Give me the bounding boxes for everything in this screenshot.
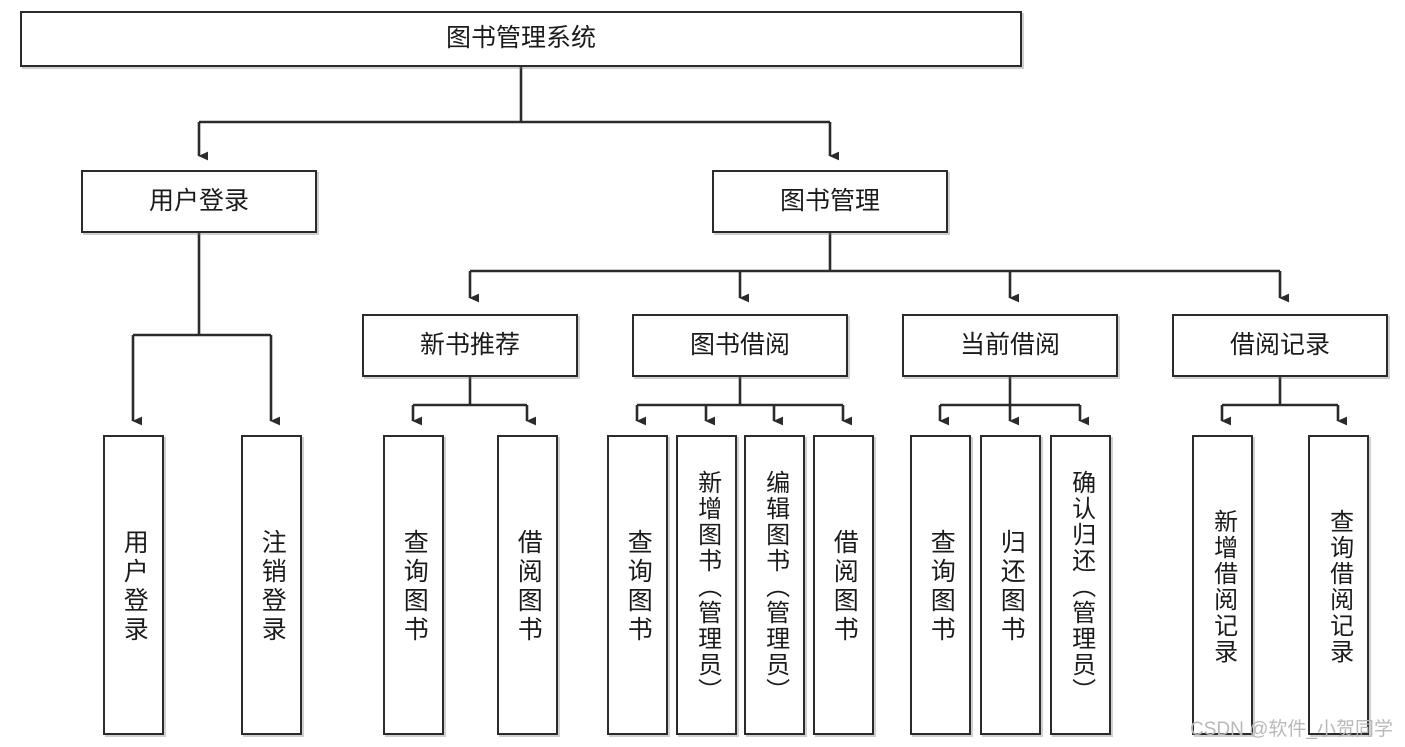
node-leaf-query-book-2[interactable]: 查询图书 [607,435,668,735]
node-leaf-confirm-return[interactable]: 确认归还（管理员） [1050,435,1111,735]
node-leaf-add-record-label: 新增借阅记录 [1209,509,1237,665]
node-leaf-edit-book-label: 编辑图书（管理员） [761,470,789,704]
node-leaf-query-book-3[interactable]: 查询图书 [910,435,971,735]
node-book-manage[interactable]: 图书管理 [712,170,948,233]
node-leaf-borrow-book-1-label: 借阅图书 [514,529,543,645]
node-user-login-label: 用户登录 [148,186,249,215]
node-current-borrow-label: 当前借阅 [959,330,1060,359]
node-leaf-confirm-return-label: 确认归还（管理员） [1067,470,1095,704]
node-leaf-add-book[interactable]: 新增图书（管理员） [676,435,737,735]
node-leaf-query-record[interactable]: 查询借阅记录 [1308,435,1369,735]
node-user-login[interactable]: 用户登录 [81,170,317,233]
node-leaf-query-record-label: 查询借阅记录 [1325,509,1353,665]
node-current-borrow[interactable]: 当前借阅 [902,314,1118,377]
node-leaf-borrow-book-1[interactable]: 借阅图书 [497,435,558,735]
node-root[interactable]: 图书管理系统 [20,11,1022,67]
node-leaf-borrow-book-2[interactable]: 借阅图书 [813,435,874,735]
node-leaf-user-login-label: 用户登录 [120,529,149,645]
node-leaf-logout-label: 注销登录 [258,529,287,645]
node-leaf-query-book-3-label: 查询图书 [927,529,956,645]
node-borrow-record-label: 借阅记录 [1229,330,1330,359]
node-leaf-edit-book[interactable]: 编辑图书（管理员） [744,435,805,735]
node-book-borrow[interactable]: 图书借阅 [632,314,848,377]
node-leaf-return-book-label: 归还图书 [997,529,1026,645]
node-leaf-borrow-book-2-label: 借阅图书 [830,529,859,645]
node-leaf-query-book-1[interactable]: 查询图书 [383,435,444,735]
node-book-borrow-label: 图书借阅 [689,330,790,359]
node-leaf-query-book-1-label: 查询图书 [400,529,429,645]
node-leaf-return-book[interactable]: 归还图书 [980,435,1041,735]
node-leaf-add-record[interactable]: 新增借阅记录 [1192,435,1253,735]
node-new-book-recommend-label: 新书推荐 [419,330,520,359]
node-leaf-user-login[interactable]: 用户登录 [103,435,164,735]
node-new-book-recommend[interactable]: 新书推荐 [362,314,578,377]
node-root-label: 图书管理系统 [445,24,596,53]
node-book-manage-label: 图书管理 [779,186,880,215]
node-borrow-record[interactable]: 借阅记录 [1172,314,1388,377]
node-leaf-add-book-label: 新增图书（管理员） [693,470,721,704]
node-leaf-logout[interactable]: 注销登录 [241,435,302,735]
watermark-text: CSDN @软件_小贺同学 [1190,719,1393,740]
node-leaf-query-book-2-label: 查询图书 [624,529,653,645]
